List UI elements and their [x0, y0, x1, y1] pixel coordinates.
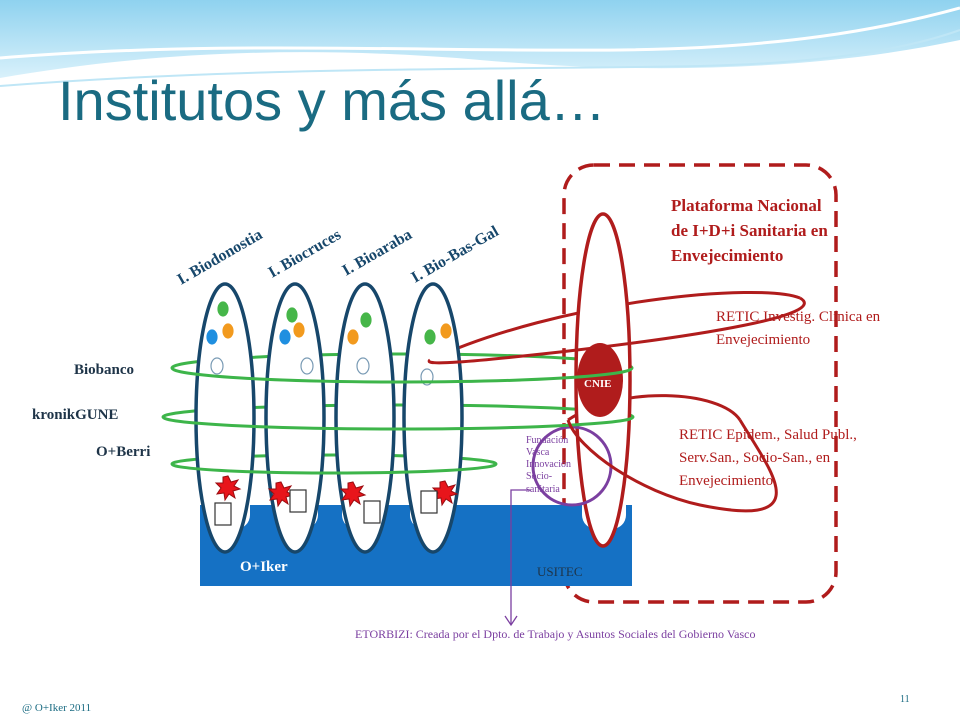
- kronikgune-ring: [161, 416, 635, 431]
- svg-text:Envejecimiento: Envejecimiento: [671, 246, 783, 265]
- kronikgune-label: kronikGUNE: [32, 407, 118, 423]
- retic2-ring: [566, 419, 778, 513]
- retic1-ring: [427, 296, 806, 365]
- svg-text:Socio-: Socio-: [526, 471, 552, 482]
- oberri-ring: [170, 463, 498, 475]
- biobanco-dots: [210, 357, 434, 386]
- svg-text:Plataforma Nacional: Plataforma Nacional: [671, 196, 822, 215]
- institute-label-biocruces: I. Biocruces: [266, 226, 345, 281]
- svg-text:RETIC Epidem., Salud Publ.,: RETIC Epidem., Salud Publ.,: [679, 427, 857, 443]
- plataforma-title: Plataforma Nacional de I+D+i Sanitaria e…: [671, 196, 828, 265]
- etorbizi-note: ETORBIZI: Creada por el Dpto. de Trabajo…: [355, 627, 756, 641]
- retic-ring-fronts: [427, 296, 806, 513]
- svg-text:de I+D+i Sanitaria en: de I+D+i Sanitaria en: [671, 221, 828, 240]
- svg-text:Envejecimiento: Envejecimiento: [716, 332, 810, 348]
- page-number: 11: [900, 694, 910, 705]
- etorbizi-pointer: [504, 489, 531, 627]
- svg-text:sanitaria: sanitaria: [526, 484, 560, 495]
- oberri-label: O+Berri: [96, 444, 150, 460]
- institute-label-biodonostia: I. Biodonostia: [175, 226, 266, 288]
- svg-text:Serv.San., Socio-San., en: Serv.San., Socio-San., en: [679, 450, 831, 466]
- retic2-label: RETIC Epidem., Salud Publ., Serv.San., S…: [679, 427, 857, 489]
- svg-text:Innovación: Innovación: [526, 459, 571, 470]
- svg-text:Vasca: Vasca: [526, 447, 550, 458]
- svg-text:RETIC Investig. Clínica en: RETIC Investig. Clínica en: [716, 309, 881, 325]
- cnie-label: CNIE: [584, 378, 612, 390]
- fundacion-text: Fundación Vasca Innovación Socio- sanita…: [526, 435, 571, 495]
- oiker-base: [200, 505, 632, 586]
- institute-label-bioaraba: I. Bioaraba: [340, 226, 415, 279]
- cnie-node[interactable]: [577, 343, 623, 417]
- oiker-label: O+Iker: [240, 559, 288, 575]
- footer-copyright: @ O+Iker 2011: [22, 702, 91, 714]
- svg-text:Fundación: Fundación: [526, 435, 568, 446]
- usitec-label: USITEC: [537, 564, 583, 579]
- document-icons: [214, 489, 438, 526]
- plataforma-boundary: [562, 163, 838, 604]
- biobanco-label: Biobanco: [74, 362, 134, 378]
- svg-text:Envejecimiento: Envejecimiento: [679, 473, 773, 489]
- page-title: Institutos y más allá…: [58, 69, 606, 132]
- header-waves: [0, 0, 960, 87]
- research-dots: [205, 300, 453, 346]
- starburst-icons: [214, 475, 459, 508]
- institute-label-biobasgal: I. Bio-Bas-Gal: [409, 223, 503, 287]
- retic1-label: RETIC Investig. Clínica en Envejecimient…: [716, 309, 881, 348]
- ring-fronts: [161, 367, 635, 475]
- biobanco-ring: [170, 367, 634, 384]
